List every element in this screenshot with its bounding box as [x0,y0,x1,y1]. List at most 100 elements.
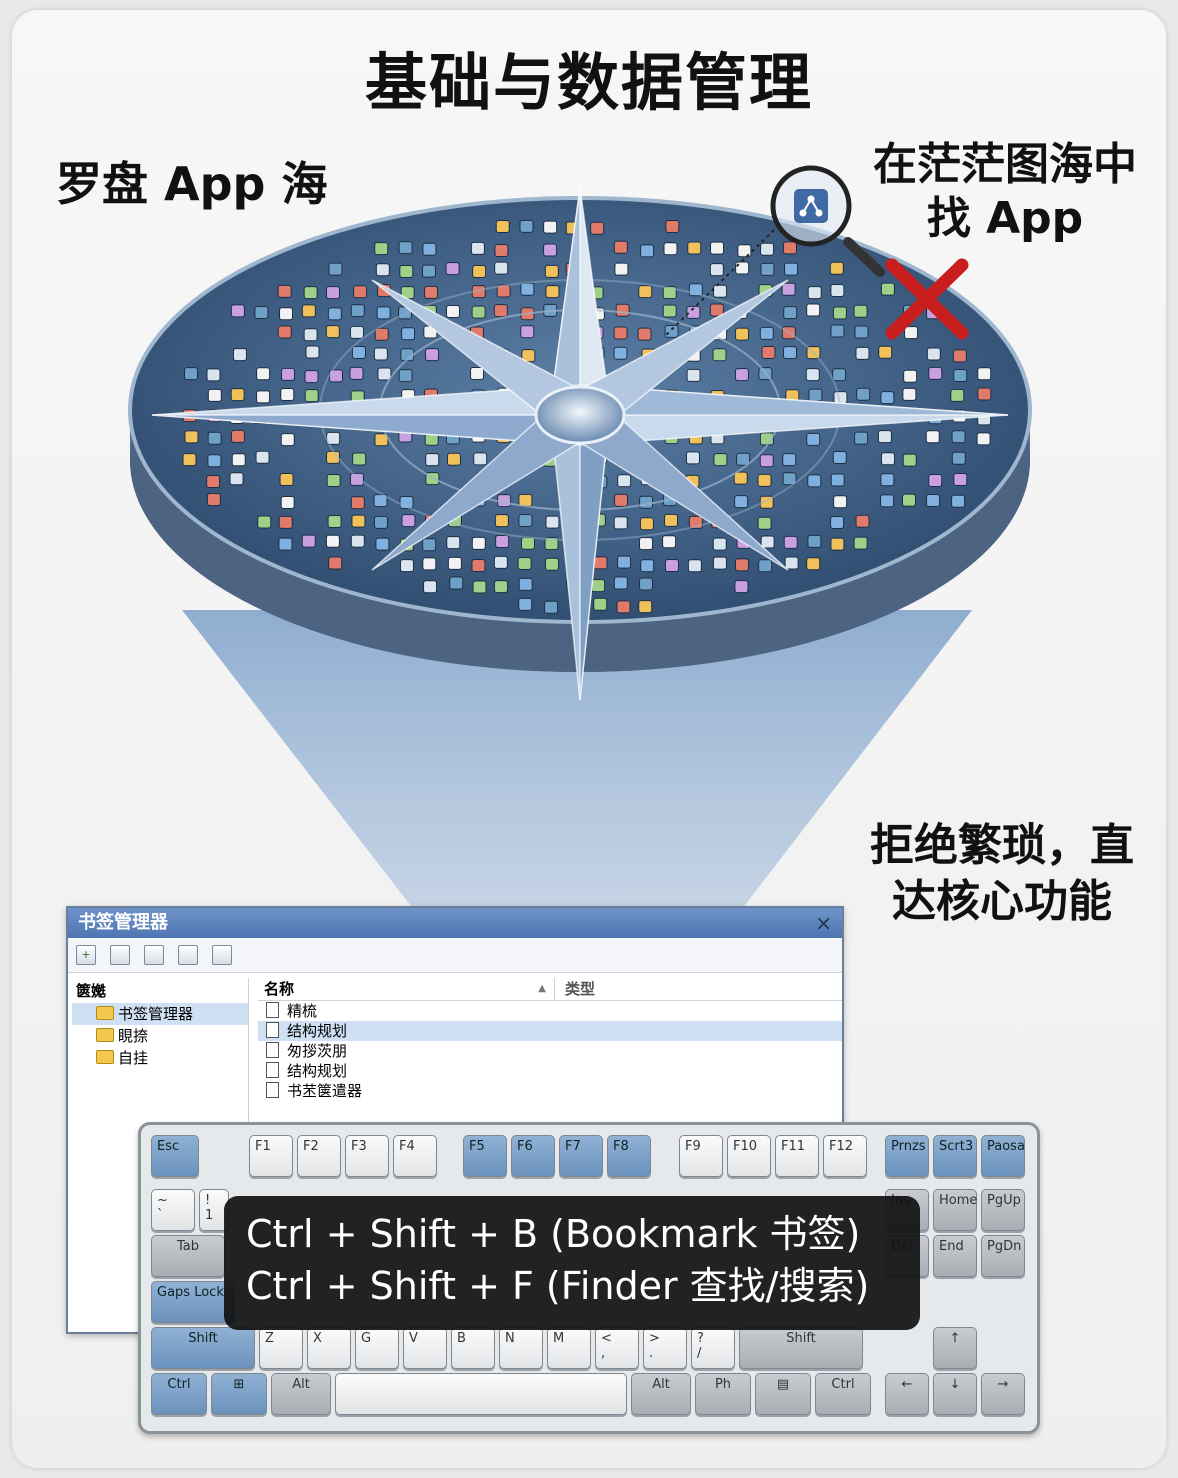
key-f12[interactable]: F12 [823,1135,867,1177]
app-icon [206,368,221,382]
key-tab[interactable]: Tab [151,1235,225,1277]
key-f9[interactable]: F9 [679,1135,723,1177]
app-icon [925,430,940,444]
app-icon [759,454,774,468]
app-icon [328,369,343,383]
app-icon [374,327,389,341]
key-slash[interactable]: ?/ [691,1327,735,1369]
list-item[interactable]: 精梳 [258,1001,842,1021]
app-icon [472,264,487,278]
key-windows[interactable]: ⊞ [211,1373,267,1415]
app-icon [207,388,222,402]
app-icon [280,433,295,447]
app-icon [471,305,486,319]
app-icon [325,534,340,548]
key-arrow-down[interactable]: ↓ [933,1373,977,1415]
app-icon [517,556,532,570]
app-icon [736,452,751,466]
key-f3[interactable]: F3 [345,1135,389,1177]
key-caps-lock[interactable]: Gaps Lock [151,1281,235,1323]
app-icon [734,558,749,572]
tree-item[interactable]: 睍捺 [72,1025,248,1047]
key-f10[interactable]: F10 [727,1135,771,1177]
key-print-screen[interactable]: Prnzs [885,1135,929,1177]
list-item[interactable]: 结构规划 [258,1021,842,1041]
key-scroll-lock[interactable]: Scrt3 [933,1135,977,1177]
window-titlebar: 书签管理器 × [68,908,842,938]
key-z[interactable]: Z [259,1327,303,1369]
app-icon [422,538,437,552]
key-n[interactable]: N [499,1327,543,1369]
app-icon [903,369,918,383]
key-right-ctrl[interactable]: Ctrl [815,1373,871,1415]
import-icon[interactable] [178,945,198,965]
app-icon [351,514,366,528]
list-item[interactable]: 结构规划 [258,1061,842,1081]
key-arrow-up[interactable]: ↑ [933,1327,977,1369]
key-grave[interactable]: ~` [151,1189,195,1231]
app-icon [445,262,460,276]
app-icon [472,580,487,594]
app-icon [757,516,772,530]
key-f6[interactable]: F6 [511,1135,555,1177]
link-icon[interactable] [144,945,164,965]
key-right-alt[interactable]: Alt [631,1373,691,1415]
close-icon[interactable]: × [815,911,832,935]
key-ph[interactable]: Ph [695,1373,751,1415]
list-item[interactable]: 匆拶茨朋 [258,1041,842,1061]
tree-item[interactable]: 自挂 [72,1047,248,1069]
key-m[interactable]: M [547,1327,591,1369]
app-icon [278,537,293,551]
app-icon [760,242,775,256]
app-icon [976,432,991,446]
key-esc[interactable]: Esc [151,1135,199,1177]
add-bookmark-icon[interactable]: + [76,945,96,965]
column-type[interactable]: 类型 [565,980,596,998]
app-icon [782,241,797,255]
app-icon [614,493,629,507]
app-icon [713,284,728,298]
tree-item-root[interactable]: 书签管理器 [72,1003,248,1025]
key-left-shift[interactable]: Shift [151,1327,255,1369]
find-app-label: 在茫茫图海中找 App [873,139,1137,244]
key-v[interactable]: V [403,1327,447,1369]
key-menu[interactable]: ▤ [755,1373,811,1415]
key-f7[interactable]: F7 [559,1135,603,1177]
list-item[interactable]: 书苤箧遣器 [258,1081,842,1101]
key-pgdn[interactable]: PgDn [981,1235,1025,1277]
key-home[interactable]: Home [933,1189,977,1231]
key-f8[interactable]: F8 [607,1135,651,1177]
app-icon [544,264,559,278]
key-pgup[interactable]: PgUp [981,1189,1025,1231]
print-icon[interactable] [212,945,232,965]
app-icon [617,555,632,569]
key-left-ctrl[interactable]: Ctrl [151,1373,207,1415]
compass-hub [534,385,626,445]
key-f4[interactable]: F4 [393,1135,437,1177]
key-comma[interactable]: <, [595,1327,639,1369]
key-f11[interactable]: F11 [775,1135,819,1177]
app-icon [640,559,655,573]
app-icon [350,534,365,548]
key-arrow-left[interactable]: ← [885,1373,929,1415]
key-space[interactable] [335,1373,627,1415]
folder-icon[interactable] [110,945,130,965]
key-left-alt[interactable]: Alt [271,1373,331,1415]
key-b[interactable]: B [451,1327,495,1369]
app-icon [446,536,461,550]
key-arrow-right[interactable]: → [981,1373,1025,1415]
shortcut-finder: Ctrl + Shift + F (Finder 查找/搜索) [246,1264,870,1308]
key-pause[interactable]: Paosa [981,1135,1025,1177]
shortcut-overlay: Ctrl + Shift + B (Bookmark 书签) Ctrl + Sh… [224,1196,920,1330]
app-icon [206,474,221,488]
app-icon [493,555,508,569]
key-end[interactable]: End [933,1235,977,1277]
key-c[interactable]: G [355,1327,399,1369]
key-period[interactable]: >. [643,1327,687,1369]
key-f5[interactable]: F5 [463,1135,507,1177]
key-x[interactable]: X [307,1327,351,1369]
key-f1[interactable]: F1 [249,1135,293,1177]
key-f2[interactable]: F2 [297,1135,341,1177]
key-right-shift[interactable]: Shift [739,1327,863,1369]
column-name[interactable]: 名称▲ [258,978,555,1000]
